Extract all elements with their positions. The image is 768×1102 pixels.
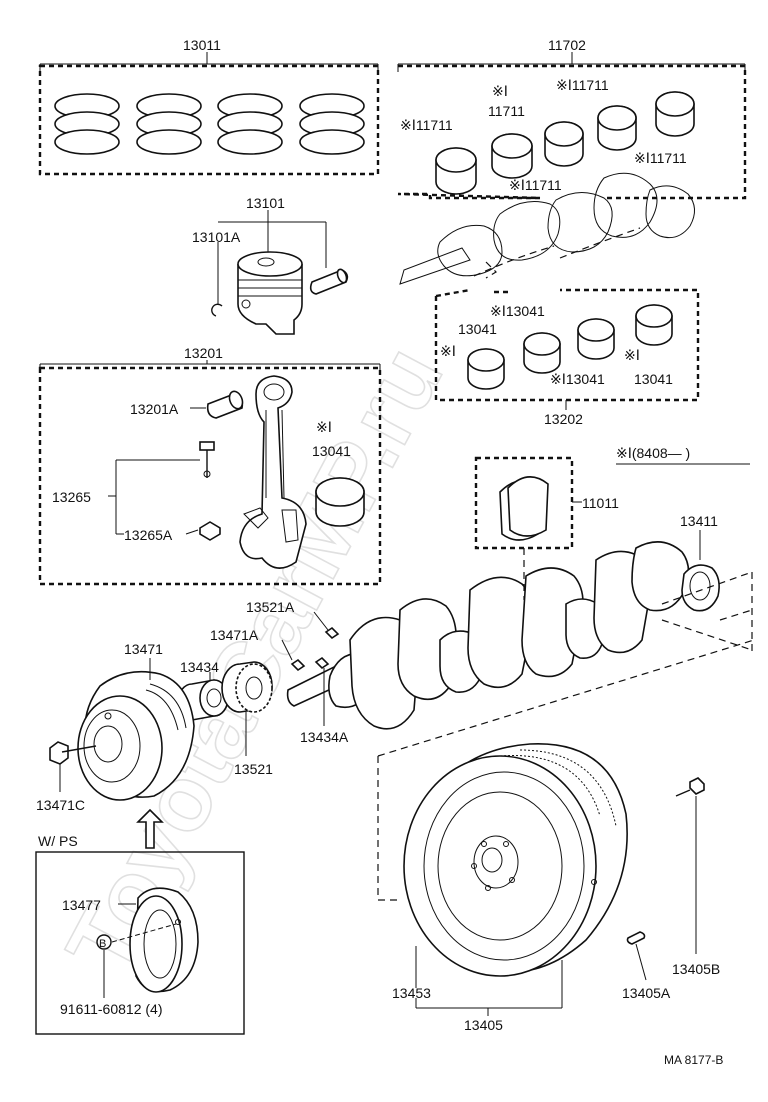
thrust-washer [499,476,549,541]
part-label: 13471 [124,641,163,657]
piston-ring-set [54,93,120,155]
part-label: 13265 [52,489,91,505]
part-label: 13041 [458,321,497,337]
piston-pin [309,268,349,295]
part-label: 13011 [183,37,221,53]
part-label: 13202 [544,411,583,427]
crankshaft-ghost [399,172,695,285]
part-label: 13471C [36,797,85,813]
part-label: 13471A [210,627,259,643]
part-label: ※Ⅰ [492,83,508,99]
part-label: 13477 [62,897,101,913]
thrust-washer-group: 11011 [474,456,619,550]
part-label: ※Ⅰ13041 [550,371,605,387]
flywheel-bolt [675,777,705,954]
part-label: ※Ⅰ11711 [634,150,687,166]
crank-pulley [77,658,195,801]
piston-rings-group: 13011 [38,37,380,176]
crank-timing-gear [221,661,273,756]
bearing-shell [315,477,365,527]
part-label: 11702 [548,37,586,53]
rod-bushing [206,390,244,419]
part-label: ※Ⅰ11711 [509,177,562,193]
part-label: 13101 [246,195,285,211]
arrow-up-icon [136,808,164,849]
bearing-shell [435,147,477,195]
piston-ring-set [217,93,283,155]
part-label: 13434 [180,659,219,675]
part-label: 13201A [130,401,179,417]
part-label: 13041 [312,443,351,459]
connecting-rod [239,375,307,569]
part-label: ※Ⅰ [316,419,332,435]
piston-group: 13101 13101A [192,195,349,335]
crank-key-13471a [281,639,306,672]
bearing-shell [577,318,615,360]
bearing-shell [467,348,505,390]
power-steering-pulley-group: W/ PS B 13477 91611-60812 (4) [35,833,245,1035]
part-label: 13453 [392,985,431,1001]
part-label: 11711 [488,103,525,119]
main-bearings-group: 11702 ※Ⅰ11711 ※Ⅰ 11711 ※Ⅰ11711 ※Ⅰ11711 ※… [397,37,747,200]
crank-key-13521a [313,611,340,640]
rod-nut [199,521,221,541]
part-label: 13201 [184,345,223,361]
bearing-shell [523,332,561,374]
crank-key-13434a [314,656,330,726]
piston-ring-set [136,93,202,155]
flywheel [403,743,628,977]
piston-ring-set [299,93,365,155]
part-label: ※Ⅰ [624,347,640,363]
part-label: 11011 [582,495,619,511]
bearing-shell [491,133,533,179]
crankshaft [286,541,753,730]
part-label: 13101A [192,229,241,245]
rod-bolt [199,441,215,478]
part-label: 13265A [124,527,173,543]
part-label: 13405 [464,1017,503,1033]
part-label: 13521 [234,761,273,777]
snap-ring [211,303,223,317]
ps-pulley [129,887,199,993]
part-label: 13411 [680,513,718,529]
part-label: 13405B [672,961,720,977]
part-label: ※Ⅰ [440,343,456,359]
flywheel-pin [626,931,647,981]
serial-range-note: ※Ⅰ(8408— ) [616,445,690,461]
part-label: ※Ⅰ11711 [400,117,453,133]
part-label: 13521A [246,599,295,615]
part-label: 13434A [300,729,349,745]
piston [237,251,303,335]
drawing-code: MA 8177-B [664,1053,723,1067]
part-label: 91611-60812 (4) [60,1001,162,1017]
bearing-shell [635,304,673,346]
bearing-shell [655,91,695,137]
rod-bearings-group: ※Ⅰ13041 13041 ※Ⅰ ※Ⅰ13041 ※Ⅰ 13041 13202 [434,288,700,427]
pulley-bolt [49,741,97,792]
bolt-callout: B [99,938,106,950]
bearing-shell [597,105,637,151]
part-label: 13041 [634,371,673,387]
variant-label: W/ PS [38,833,78,849]
part-label: 13405A [622,985,671,1001]
part-label: ※Ⅰ11711 [556,77,609,93]
bearing-shell [544,121,584,167]
part-label: ※Ⅰ13041 [490,303,545,319]
connecting-rod-group: 13201 13201A ※Ⅰ 13041 13265 13265A [38,345,382,586]
